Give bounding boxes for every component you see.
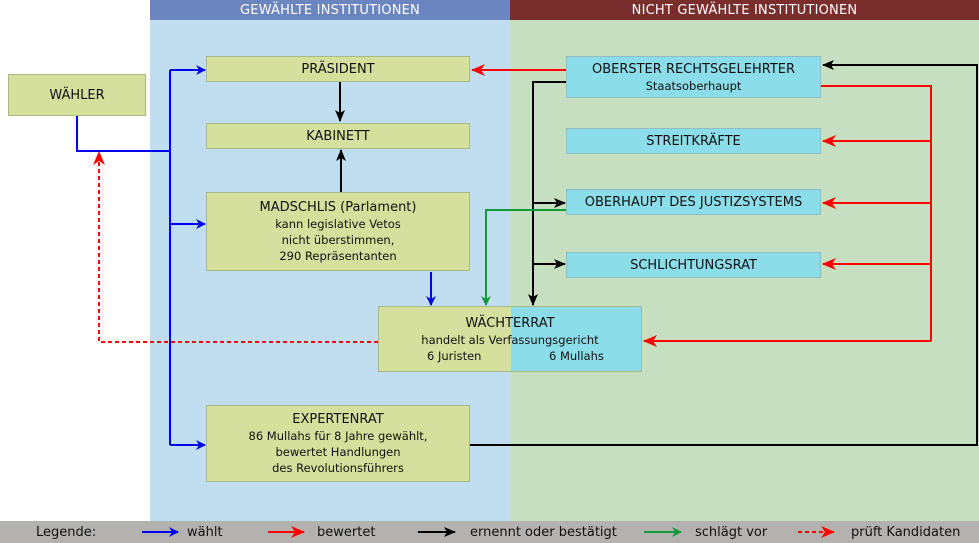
madschlis-box: MADSCHLIS (Parlament) kann legislative V… xyxy=(206,192,470,271)
schlichtungsrat-box: SCHLICHTUNGSRAT xyxy=(566,252,821,278)
justiz-title: OBERHAUPT DES JUSTIZSYSTEMS xyxy=(584,194,803,210)
elected-header: GEWÄHLTE INSTITUTIONEN xyxy=(150,0,510,20)
green-arrow-waechterrat xyxy=(481,209,566,306)
waehler-box: WÄHLER xyxy=(8,74,146,116)
blue-arrow-waehler xyxy=(76,116,170,152)
schlichtungsrat-title: SCHLICHTUNGSRAT xyxy=(630,257,757,273)
madschlis-line: 290 Repräsentanten xyxy=(279,249,397,263)
black-arrow-expertenrat-oberster xyxy=(470,60,978,446)
unelected-header: NICHT GEWÄHLTE INSTITUTIONEN xyxy=(510,0,979,20)
waechterrat-mullahs: 6 Mullahs xyxy=(549,348,604,363)
legend-bar: Legende: wählt bewertet ernennt oder bes… xyxy=(0,521,979,543)
legend-arrows xyxy=(142,526,835,538)
oberster-box: OBERSTER RECHTSGELEHRTER Staatsoberhaupt xyxy=(566,56,821,98)
legend-label-schlaegt-vor: schlägt vor xyxy=(695,524,768,540)
waechterrat-title: WÄCHTERRAT xyxy=(465,315,555,331)
kabinett-title: KABINETT xyxy=(306,128,370,144)
madschlis-title: MADSCHLIS (Parlament) xyxy=(259,200,417,215)
waehler-title: WÄHLER xyxy=(49,87,105,103)
praesident-box: PRÄSIDENT xyxy=(206,56,470,82)
waechterrat-jurists: 6 Juristen xyxy=(427,348,482,363)
red-dotted-arrow-waehler xyxy=(93,151,378,343)
streitkraefte-title: STREITKRÄFTE xyxy=(646,133,741,149)
expertenrat-line: bewertet Handlungen xyxy=(275,445,401,459)
black-arrow-oberster-waechterrat xyxy=(528,81,566,306)
expertenrat-title: EXPERTENRAT xyxy=(292,412,384,427)
praesident-title: PRÄSIDENT xyxy=(301,61,375,77)
legend-label-prueft: prüft Kandidaten xyxy=(851,524,961,540)
waechterrat-line: handelt als Verfassungsgericht xyxy=(421,332,599,347)
kabinett-box: KABINETT xyxy=(206,123,470,149)
expertenrat-line: des Revolutionsführers xyxy=(272,461,404,475)
expertenrat-line: 86 Mullahs für 8 Jahre gewählt, xyxy=(248,429,428,443)
streitkraefte-box: STREITKRÄFTE xyxy=(566,128,821,154)
legend-label-bewertet: bewertet xyxy=(317,524,376,540)
madschlis-line: nicht überstimmen, xyxy=(281,233,395,247)
legend-label-waehlt: wählt xyxy=(187,524,223,540)
oberster-sub: Staatsoberhaupt xyxy=(645,78,742,93)
madschlis-line: kann legislative Vetos xyxy=(275,217,401,231)
justiz-box: OBERHAUPT DES JUSTIZSYSTEMS xyxy=(566,189,821,215)
legend-label-ernennt: ernennt oder bestätigt xyxy=(470,524,617,540)
oberster-title: OBERSTER RECHTSGELEHRTER xyxy=(591,61,796,77)
legend-title: Legende: xyxy=(36,524,97,540)
waechterrat-box: WÄCHTERRAT handelt als Verfassungsgerich… xyxy=(378,306,642,372)
expertenrat-box: EXPERTENRAT 86 Mullahs für 8 Jahre gewäh… xyxy=(206,405,470,482)
red-trunk xyxy=(821,85,932,341)
